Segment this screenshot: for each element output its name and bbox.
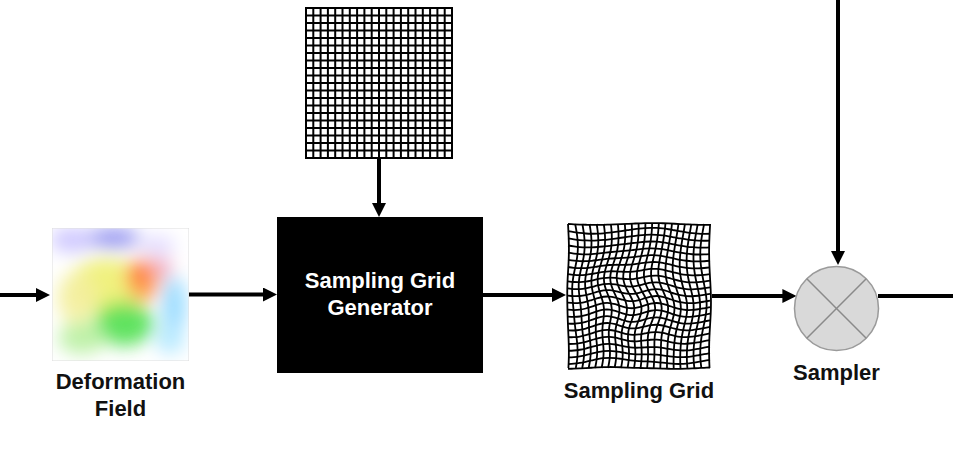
regular-grid	[306, 8, 452, 158]
image-input-arrow	[836, 0, 840, 259]
image-node: Sampling Grid	[566, 222, 712, 405]
circle-figure	[793, 265, 880, 352]
node-label: Sampler	[783, 360, 890, 387]
flow-arrow	[712, 294, 790, 298]
field-shape	[52, 228, 189, 361]
warp-figure	[566, 222, 712, 370]
flow-arrow	[189, 293, 271, 297]
flow-arrow	[483, 293, 560, 297]
node-label: Sampling Grid Generator	[277, 258, 483, 332]
output-line	[878, 294, 953, 298]
field-figure	[52, 228, 189, 361]
image-node: Deformation Field	[52, 228, 189, 423]
warp-shape	[566, 222, 712, 370]
input-arrow	[0, 293, 44, 297]
process-box: Sampling Grid Generator	[277, 217, 483, 373]
circle-shape	[793, 265, 880, 352]
node-label: Sampling Grid	[556, 378, 722, 405]
grid-arrow	[377, 158, 381, 211]
black-shape: Sampling Grid Generator	[277, 217, 483, 373]
image-node: Sampler	[793, 265, 880, 387]
node-label: Deformation Field	[42, 369, 199, 423]
